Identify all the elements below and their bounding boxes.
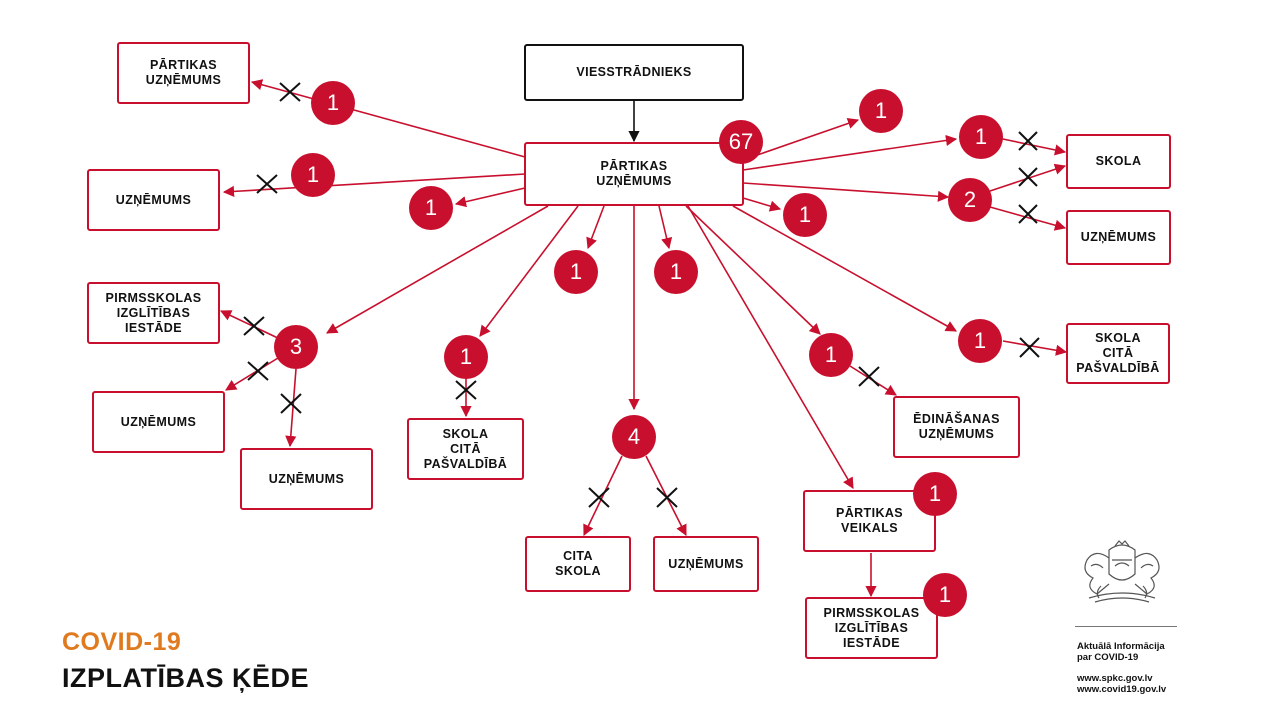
node-l-uznemums: UZŅĒMUMS — [87, 169, 220, 231]
x-mark-icon — [1019, 337, 1040, 358]
info-divider — [1075, 626, 1177, 627]
count-badge-r3: 1 — [958, 319, 1002, 363]
count-badge-center: 67 — [719, 120, 763, 164]
edge-center-l-uznemums — [222, 173, 526, 197]
x-mark-icon — [280, 393, 302, 414]
x-mark-icon — [247, 361, 269, 381]
count-badge-c1: 1 — [409, 186, 453, 230]
node-center-partikas-uznemums: PĀRTIKAS UZŅĒMUMS — [524, 142, 744, 206]
node-b-uznemums: UZŅĒMUMS — [653, 536, 759, 592]
edge-center-group3 — [326, 205, 549, 334]
info-line-2: par COVID-19 — [1077, 652, 1139, 663]
count-badge-tr: 1 — [859, 89, 903, 133]
footer-title-covid: COVID-19 — [62, 628, 182, 656]
edge-center-r2 — [742, 182, 950, 202]
node-cita-skola: CITA SKOLA — [525, 536, 631, 592]
edge-center-c2 — [586, 205, 605, 250]
count-badge-r2: 2 — [948, 178, 992, 222]
footer-title-chain: IZPLATĪBAS ĶĒDE — [62, 663, 310, 693]
info-url-covid19[interactable]: www.covid19.gov.lv — [1077, 684, 1167, 695]
edge-center-edin — [685, 205, 821, 335]
edge-group3-uznemums2 — [225, 357, 279, 391]
x-mark-icon — [243, 316, 265, 336]
count-badge-edin: 1 — [809, 333, 853, 377]
edge-center-c3 — [658, 205, 673, 250]
count-badge-c2: 1 — [554, 250, 598, 294]
node-skola-right: SKOLA — [1066, 134, 1171, 189]
latvia-coat-of-arms-icon — [1084, 540, 1160, 603]
count-badge-c4: 1 — [783, 193, 827, 237]
x-mark-icon — [1018, 167, 1038, 187]
edge-r3-skola-cita — [1002, 340, 1068, 356]
x-mark-icon — [588, 487, 610, 508]
node-tl-partikas-uznemums: PĀRTIKAS UZŅĒMUMS — [117, 42, 250, 104]
x-mark-icon — [656, 487, 678, 508]
edge-center-c1 — [454, 187, 526, 208]
node-edinasanas: ĒDINĀŠANAS UZŅĒMUMS — [893, 396, 1020, 458]
x-mark-icon — [455, 380, 477, 400]
count-badge-group4: 4 — [612, 415, 656, 459]
node-skola-cita-mid: SKOLA CITĀ PAŠVALDĪBĀ — [407, 418, 524, 480]
x-mark-icon — [1018, 131, 1038, 151]
edge-center-mid-skola — [479, 205, 579, 337]
node-pirmsskolas-bottom: PIRMSSKOLAS IZGLĪTĪBAS IESTĀDE — [805, 597, 938, 659]
count-badge-mid-skola: 1 — [444, 335, 488, 379]
node-l-uznemums2: UZŅĒMUMS — [92, 391, 225, 453]
x-mark-icon — [858, 366, 880, 387]
edge-center-tr — [742, 118, 860, 161]
edge-group4-cita-skola — [583, 455, 623, 537]
x-mark-icon — [256, 174, 278, 194]
x-mark-icon — [1018, 204, 1038, 224]
count-badge-group3: 3 — [274, 325, 318, 369]
node-r-uznemums: UZŅĒMUMS — [1066, 210, 1171, 265]
node-l-uznemums3: UZŅĒMUMS — [240, 448, 373, 510]
info-line-1: Aktuālā Informācija — [1077, 641, 1165, 652]
count-badge-tl: 1 — [311, 81, 355, 125]
edge-center-veikals — [687, 205, 854, 489]
count-badge-r1: 1 — [959, 115, 1003, 159]
edge-group3-uznemums3 — [285, 368, 297, 448]
node-pirmsskolas-left: PIRMSSKOLAS IZGLĪTĪBAS IESTĀDE — [87, 282, 220, 344]
node-viesstradnieks: VIESSTRĀDNIEKS — [524, 44, 744, 101]
info-url-spkc[interactable]: www.spkc.gov.lv — [1077, 673, 1153, 684]
node-skola-cita-right: SKOLA CITĀ PAŠVALDĪBĀ — [1066, 323, 1170, 384]
edge-center-r1 — [742, 134, 958, 171]
edge-center-tl-partikas — [250, 79, 526, 158]
x-mark-icon-group — [243, 82, 1040, 508]
edge-group3-pirmsskolas — [219, 310, 283, 341]
count-badge-pirmsskolas-bottom: 1 — [923, 573, 967, 617]
edge-r2-uznemums — [989, 206, 1067, 231]
edge-center-r3 — [732, 205, 957, 332]
count-badge-veikals: 1 — [913, 472, 957, 516]
count-badge-l: 1 — [291, 153, 335, 197]
edge-center-rc — [742, 197, 782, 212]
count-badge-c3: 1 — [654, 250, 698, 294]
x-mark-icon — [279, 82, 301, 102]
